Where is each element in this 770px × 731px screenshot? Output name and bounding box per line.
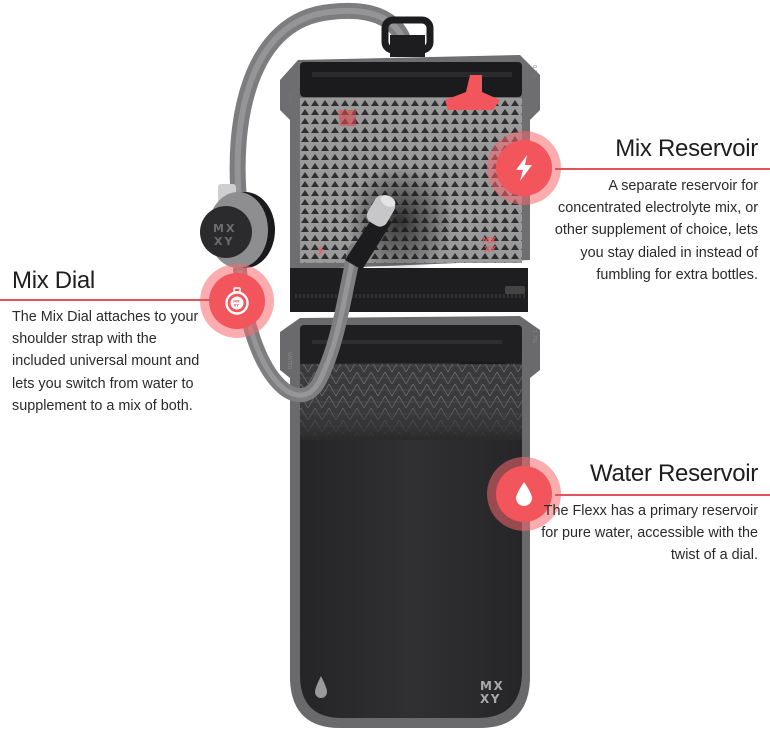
- water-reservoir-badge: [487, 457, 561, 531]
- mesh-brand-top: MX: [482, 236, 497, 245]
- water-reservoir-title: Water Reservoir: [590, 460, 758, 487]
- mix-dial-leader-line: [0, 299, 212, 301]
- svg-text:XY: XY: [234, 304, 240, 308]
- water-reservoir-leader-line: [555, 494, 770, 496]
- mix-dial-title: Mix Dial: [12, 267, 95, 294]
- mix-reservoir-description: A separate reservoir for concentrated el…: [554, 178, 758, 283]
- mix-side-label: MIX: [286, 95, 292, 105]
- drop-logo-icon: [315, 676, 327, 698]
- svg-text:MX: MX: [233, 300, 240, 304]
- dial-brand-top: MX: [213, 222, 236, 235]
- dial-icon: MX XY: [225, 287, 249, 315]
- mix-reservoir-leader-line: [555, 168, 770, 170]
- lightning-bolt-icon: [516, 155, 532, 181]
- water-drop-icon: [516, 482, 532, 506]
- mix-reservoir-badge: [487, 131, 561, 205]
- bottom-brand-top: MX: [480, 679, 504, 693]
- mix-reservoir-title: Mix Reservoir: [615, 135, 758, 162]
- mix-capacity-label: 0.75L: [531, 65, 537, 79]
- mix-dial-badge: MX XY: [200, 264, 274, 338]
- dial-brand-bottom: XY: [214, 235, 234, 248]
- mix-dial-description: The Mix Dial attaches to your shoulder s…: [12, 309, 200, 414]
- bottom-brand-bottom: XY: [480, 692, 501, 706]
- water-side-label: WATER: [286, 352, 292, 370]
- mesh-brand-bottom: XY: [484, 245, 496, 254]
- water-capacity-label: 1.75L: [531, 330, 537, 344]
- water-reservoir-description: The Flexx has a primary reservoir for pu…: [541, 503, 758, 564]
